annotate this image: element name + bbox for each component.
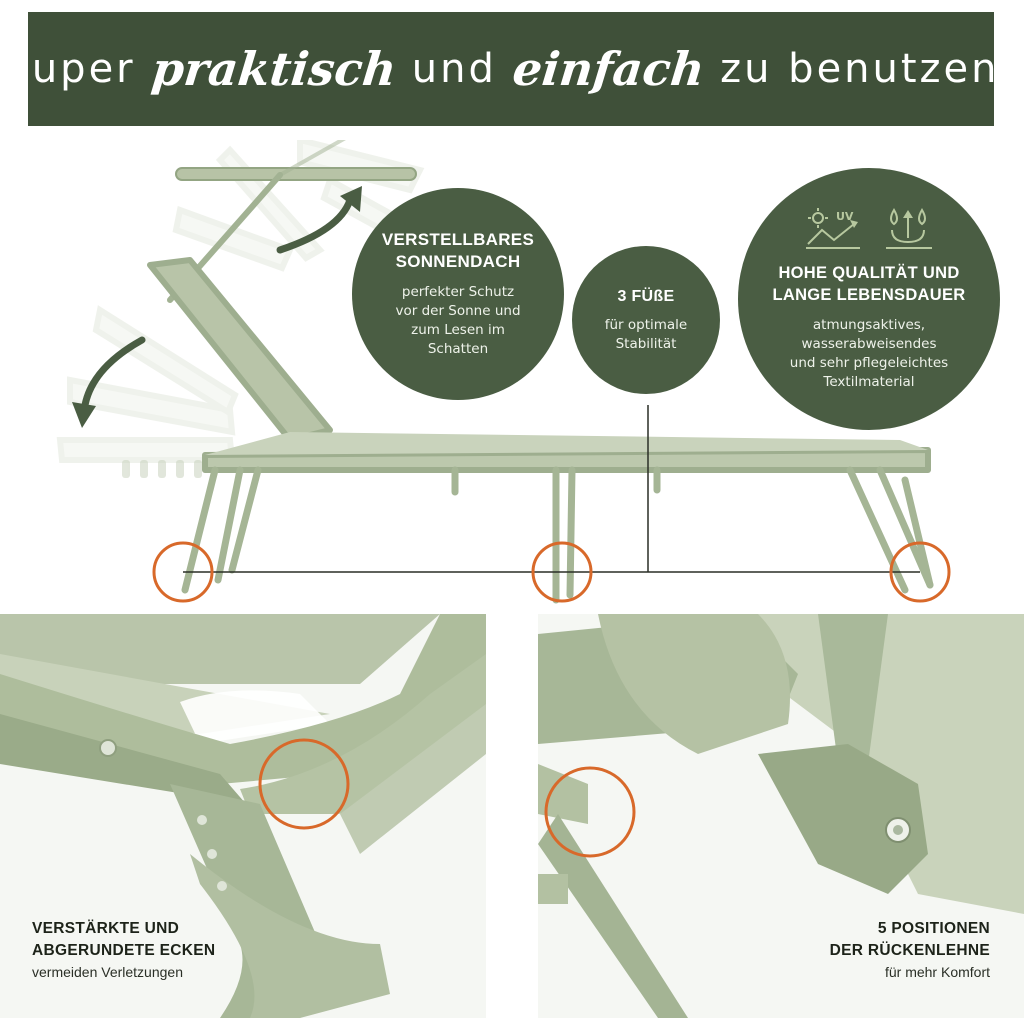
caption-corner-text: vermeiden Verletzungen [32, 964, 183, 980]
caption-backrest: 5 POSITIONEN DER RÜCKENLEHNE für mehr Ko… [830, 918, 990, 982]
water-repellent-icon [886, 208, 932, 249]
quality-icons: UV [804, 206, 934, 250]
caption-backrest-title: 5 POSITIONEN DER RÜCKENLEHNE [829, 920, 990, 959]
highlight-corner-circle [258, 738, 350, 830]
caption-backrest-text: für mehr Komfort [884, 964, 990, 980]
caption-corner: VERSTÄRKTE UND ABGERUNDETE ECKEN vermeid… [32, 918, 215, 982]
highlight-backrest-circle [544, 766, 636, 858]
header-text-3: zu benutzen! [720, 46, 1019, 92]
highlight-foot-right [889, 541, 951, 603]
header-script-2: einfach [510, 42, 707, 96]
header-banner: Super praktisch und einfach zu benutzen! [3, 12, 1016, 126]
feature-feet-title: 3 FÜßE [617, 288, 675, 305]
feature-sunroof-title: VERSTELLBARES SONNENDACH [381, 230, 535, 271]
feature-quality: UV HOHE QUALITÄT UND LANGE LEBENSDAUER a… [738, 168, 1000, 430]
feature-sunroof-text: perfekter Schutz vor der Sonne und zum L… [395, 284, 521, 357]
detail-photo-corner [0, 614, 486, 1018]
svg-text:UV: UV [836, 210, 854, 223]
header-text-2: und [411, 46, 497, 92]
feature-quality-text: atmungsaktives, wasserabweisendes und se… [789, 317, 949, 390]
feature-quality-title: HOHE QUALITÄT UND LANGE LEBENSDAUER [772, 264, 966, 304]
rotate-arrow-icon [276, 196, 354, 254]
detail-photo-backrest [538, 614, 1024, 1018]
feature-feet-text: für optimale Stabilität [604, 317, 688, 352]
feature-feet: 3 FÜßE für optimale Stabilität [572, 246, 720, 394]
highlight-foot-middle [531, 541, 593, 603]
feature-sunroof: VERSTELLBARES SONNENDACH perfekter Schut… [352, 188, 564, 400]
highlight-foot-left [152, 541, 214, 603]
header-text-1: Super [3, 46, 136, 92]
header-script-1: praktisch [148, 42, 399, 96]
caption-corner-title: VERSTÄRKTE UND ABGERUNDETE ECKEN [32, 920, 216, 959]
uv-protection-icon: UV [806, 208, 860, 249]
